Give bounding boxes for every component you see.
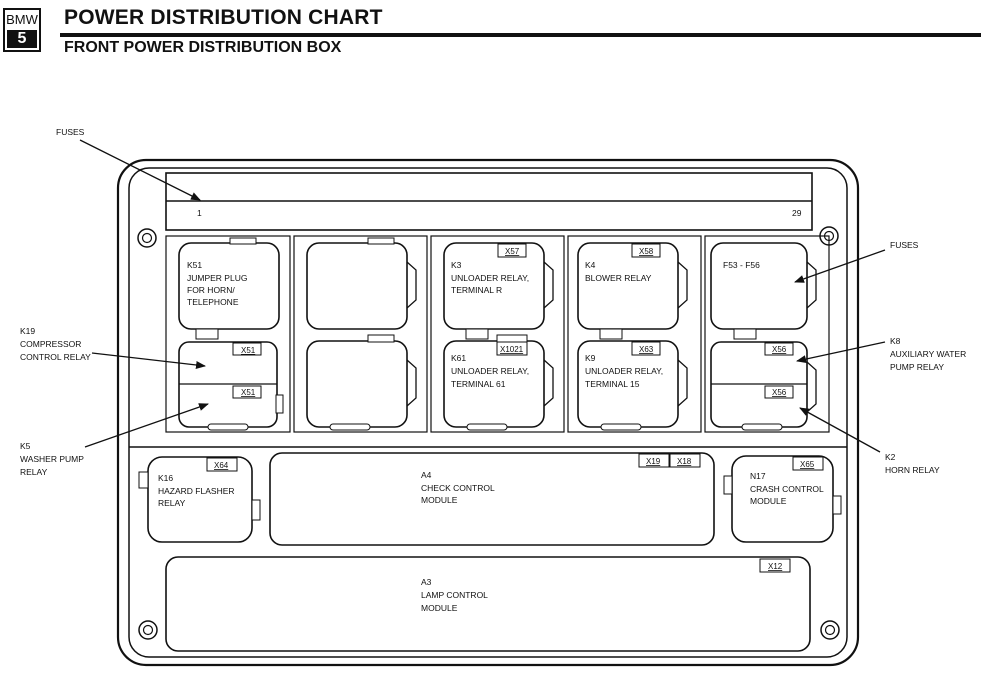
callout-arrow — [799, 407, 881, 453]
fuse-block-f53-f56-label: F53 - F56 — [723, 260, 760, 270]
relay-k3-label: K3 UNLOADER RELAY, TERMINAL R — [451, 260, 531, 295]
mounting-bolt-icon — [137, 228, 157, 248]
empty-relay-socket — [306, 340, 408, 428]
relay-panel-4 — [567, 235, 702, 433]
fuse-strip-first-number: 1 — [197, 208, 202, 218]
callout-fuses-left: FUSES — [56, 127, 85, 137]
callout-arrow — [84, 403, 209, 448]
housing-outer — [116, 158, 860, 667]
callout-k8: K8 AUXILIARY WATER PUMP RELAY — [890, 336, 969, 372]
relay-panel-3 — [430, 235, 565, 433]
bmw-5-series-logo: BMW 5 — [3, 8, 41, 52]
relay-k51 — [178, 242, 280, 330]
callout-k2: K2 HORN RELAY — [885, 452, 940, 475]
relay-k4-tag: X58 — [639, 247, 654, 256]
module-a3-label: A3 LAMP CONTROL MODULE — [421, 577, 490, 613]
module-n17-label: N17 CRASH CONTROL MODULE — [750, 471, 826, 506]
relay-k2-tag: X56 — [772, 388, 787, 397]
relay-k8-tag: X56 — [772, 345, 787, 354]
relay-panel-2 — [293, 235, 428, 433]
module-a4-tag-1: X19 — [646, 457, 661, 466]
relay-k16-label: K16 HAZARD FLASHER RELAY — [158, 473, 237, 508]
relay-k3-tag: X57 — [505, 247, 520, 256]
relay-panel-1 — [165, 235, 291, 433]
relay-k9-label: K9 UNLOADER RELAY, TERMINAL 15 — [585, 353, 665, 389]
module-a4 — [269, 452, 715, 546]
page-title: POWER DISTRIBUTION CHART — [64, 6, 383, 29]
relay-k19-tag: X51 — [241, 346, 256, 355]
relay-k4 — [577, 242, 679, 330]
callout-arrow — [794, 249, 886, 283]
empty-relay-socket — [306, 242, 408, 330]
callout-k5: K5 WASHER PUMP RELAY — [20, 441, 86, 477]
relay-k61-label: K61 UNLOADER RELAY, TERMINAL 61 — [451, 353, 531, 389]
fuse-strip-last-number: 29 — [792, 208, 802, 218]
module-a4-tag-2: X18 — [677, 457, 692, 466]
callout-arrow — [91, 352, 206, 369]
fuse-block-f53-f56 — [710, 242, 808, 330]
callout-arrow — [79, 139, 201, 201]
module-a3-tag: X12 — [768, 562, 783, 571]
relay-k9-tag: X63 — [639, 345, 654, 354]
housing-inner — [128, 167, 848, 658]
logo-bottom-text: 5 — [7, 30, 37, 48]
callout-fuses-right: FUSES — [890, 240, 919, 250]
relay-k16-tag: X64 — [214, 461, 229, 470]
page-subtitle: FRONT POWER DISTRIBUTION BOX — [64, 39, 342, 56]
module-n17-tag: X65 — [800, 460, 815, 469]
relay-k61-tag: X1021 — [500, 345, 524, 354]
relay-k3 — [443, 242, 545, 330]
relay-panel-5 — [704, 235, 830, 433]
logo-top-text: BMW — [6, 12, 38, 27]
relay-k5-tag: X51 — [241, 388, 256, 397]
callout-arrow — [796, 341, 886, 364]
module-a3 — [165, 556, 811, 652]
module-a4-label: A4 CHECK CONTROL MODULE — [421, 470, 497, 505]
title-rule — [60, 33, 981, 37]
page-header: BMW 5 POWER DISTRIBUTION CHART FRONT POW… — [0, 0, 981, 60]
mounting-bolt-icon — [820, 620, 840, 640]
relay-k4-label: K4 BLOWER RELAY — [585, 260, 652, 283]
relay-k51-label: K51 JUMPER PLUG FOR HORN/ TELEPHONE — [187, 260, 250, 307]
callout-k19: K19 COMPRESSOR CONTROL RELAY — [20, 326, 91, 362]
mounting-bolt-icon — [138, 620, 158, 640]
